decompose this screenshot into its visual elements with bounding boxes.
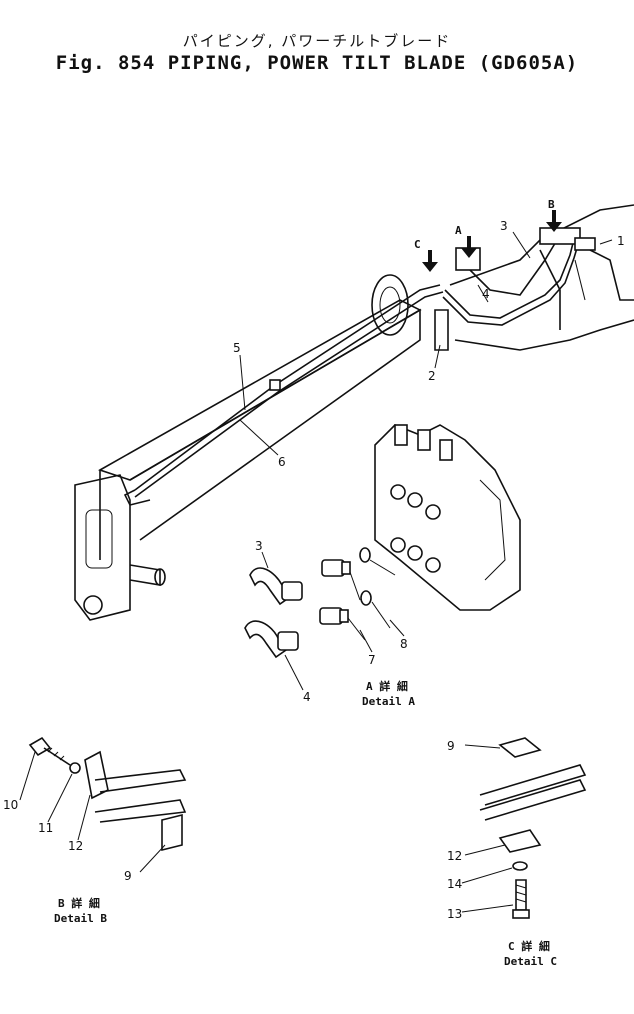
callout-9-c: 9 [447,739,455,753]
callout-7: 7 [368,653,376,667]
callout-13: 13 [447,907,462,921]
part-callouts: 1 2 3 4 5 6 3 4 7 8 10 11 12 9 9 12 14 1… [3,219,625,921]
callout-3-detail: 3 [255,539,263,553]
hydraulic-pipes [123,227,596,506]
detail-captions: A 詳 細 Detail A B 詳 細 Detail B C 詳 細 Deta… [54,679,557,968]
callout-3-top: 3 [500,219,508,233]
fittings-detail-a [244,547,396,659]
callout-8: 8 [400,637,408,651]
callout-4-top: 4 [482,287,490,301]
figure-title: Fig. 854 PIPING, POWER TILT BLADE (GD605… [55,52,579,74]
callout-5: 5 [233,341,241,355]
callout-4-detail: 4 [303,690,311,704]
callout-2: 2 [428,369,436,383]
detail-a-en: Detail A [362,695,415,708]
detail-b-en: Detail B [54,912,107,925]
detail-c-en: Detail C [504,955,557,968]
marker-c: C [414,238,421,251]
view-markers: C A B [414,198,555,251]
callout-12-b: 12 [68,839,83,853]
detail-c-drawing [479,737,587,919]
callout-14: 14 [447,877,462,891]
control-valve [374,424,521,611]
drawbar-frame [74,204,634,621]
callout-11: 11 [38,821,53,835]
leader-lines [19,231,613,913]
callout-10: 10 [3,798,18,812]
callout-12-c: 12 [447,849,462,863]
detail-b-jp: B 詳 細 [58,896,100,910]
callout-1: 1 [617,234,625,248]
detail-c-jp: C 詳 細 [508,939,550,953]
callout-6: 6 [278,455,286,469]
detail-a-jp: A 詳 細 [366,679,408,693]
callout-9-b: 9 [124,869,132,883]
marker-b: B [548,198,555,211]
detail-b-drawing [28,736,187,852]
marker-a: A [455,224,462,237]
title-japanese: パイピング, パワーチルトブレード [182,32,452,50]
view-arrows [422,210,562,272]
